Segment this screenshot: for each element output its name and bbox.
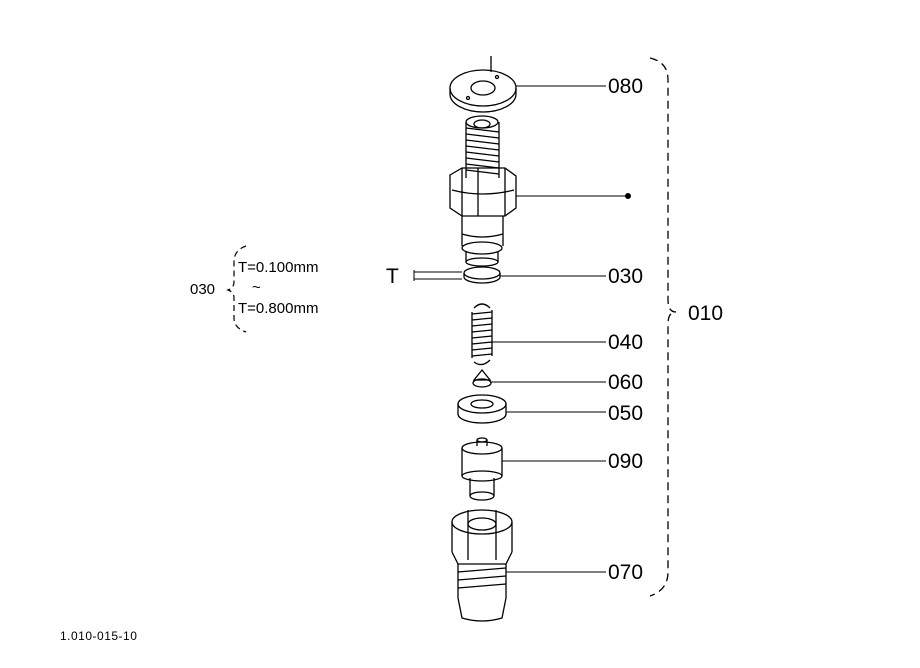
callout-010: 010 bbox=[688, 302, 724, 325]
callout-040: 040 bbox=[608, 331, 644, 354]
thickness-marker: T bbox=[386, 265, 399, 288]
holder-body bbox=[449, 115, 517, 267]
callout-060: 060 bbox=[608, 371, 644, 394]
spring-040 bbox=[471, 303, 493, 366]
shim-note-min: T=0.100mm bbox=[238, 259, 319, 276]
callout-090: 090 bbox=[608, 450, 644, 473]
seat-050 bbox=[457, 394, 507, 424]
callout-070: 070 bbox=[608, 561, 644, 584]
drawing-code: 1.010-015-10 bbox=[60, 629, 138, 643]
shim-note-tilde: ~ bbox=[252, 279, 261, 296]
nozzle-090 bbox=[461, 437, 503, 501]
callout-050: 050 bbox=[608, 402, 644, 425]
shim-note-part: 030 bbox=[190, 281, 216, 298]
shim-note-max: T=0.800mm bbox=[238, 300, 319, 317]
retaining-nut-070 bbox=[451, 509, 513, 622]
washer-080 bbox=[449, 56, 517, 113]
valve-ball-060 bbox=[472, 368, 492, 388]
shim-030 bbox=[463, 266, 501, 284]
callout-080: 080 bbox=[608, 75, 644, 98]
leader-dot bbox=[625, 193, 631, 199]
callout-030: 030 bbox=[608, 265, 644, 288]
